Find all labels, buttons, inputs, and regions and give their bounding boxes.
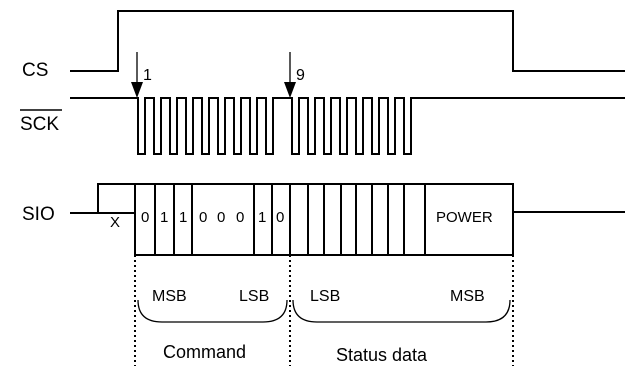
command-bit-4: 0 bbox=[217, 209, 225, 226]
sio-label: SIO bbox=[22, 204, 55, 225]
command-bit-3: 0 bbox=[199, 209, 207, 226]
command-msb-label: MSB bbox=[152, 288, 187, 305]
power-bit-label: POWER bbox=[436, 209, 493, 226]
command-bit-2: 1 bbox=[179, 209, 187, 226]
status-lsb-label: LSB bbox=[310, 288, 340, 305]
clock-1-arrow-icon bbox=[131, 82, 143, 98]
command-bit-0: 0 bbox=[141, 209, 149, 226]
status-msb-label: MSB bbox=[450, 288, 485, 305]
clock-9-arrow-icon bbox=[284, 82, 296, 98]
sck-label: SCK bbox=[20, 114, 59, 135]
command-bit-6: 1 bbox=[258, 209, 266, 226]
command-bit-5: 0 bbox=[236, 209, 244, 226]
clock-1-label: 1 bbox=[143, 67, 152, 84]
clock-9-label: 9 bbox=[296, 67, 305, 84]
command-bit-1: 1 bbox=[160, 209, 168, 226]
command-bit-dividers bbox=[154, 184, 273, 255]
status-bit-dividers bbox=[307, 184, 426, 255]
command-bus bbox=[134, 183, 291, 256]
sio-leadin bbox=[70, 183, 135, 214]
status-caption: Status data bbox=[336, 345, 428, 365]
status-brace bbox=[292, 299, 511, 323]
sck-waveform bbox=[70, 97, 625, 155]
cs-waveform bbox=[70, 10, 625, 72]
command-caption: Command bbox=[163, 342, 246, 362]
command-bit-7: 0 bbox=[276, 209, 284, 226]
command-brace bbox=[137, 299, 288, 323]
cs-label: CS bbox=[22, 60, 48, 81]
sio-dont-care: X bbox=[110, 214, 120, 231]
command-lsb-label: LSB bbox=[239, 288, 269, 305]
